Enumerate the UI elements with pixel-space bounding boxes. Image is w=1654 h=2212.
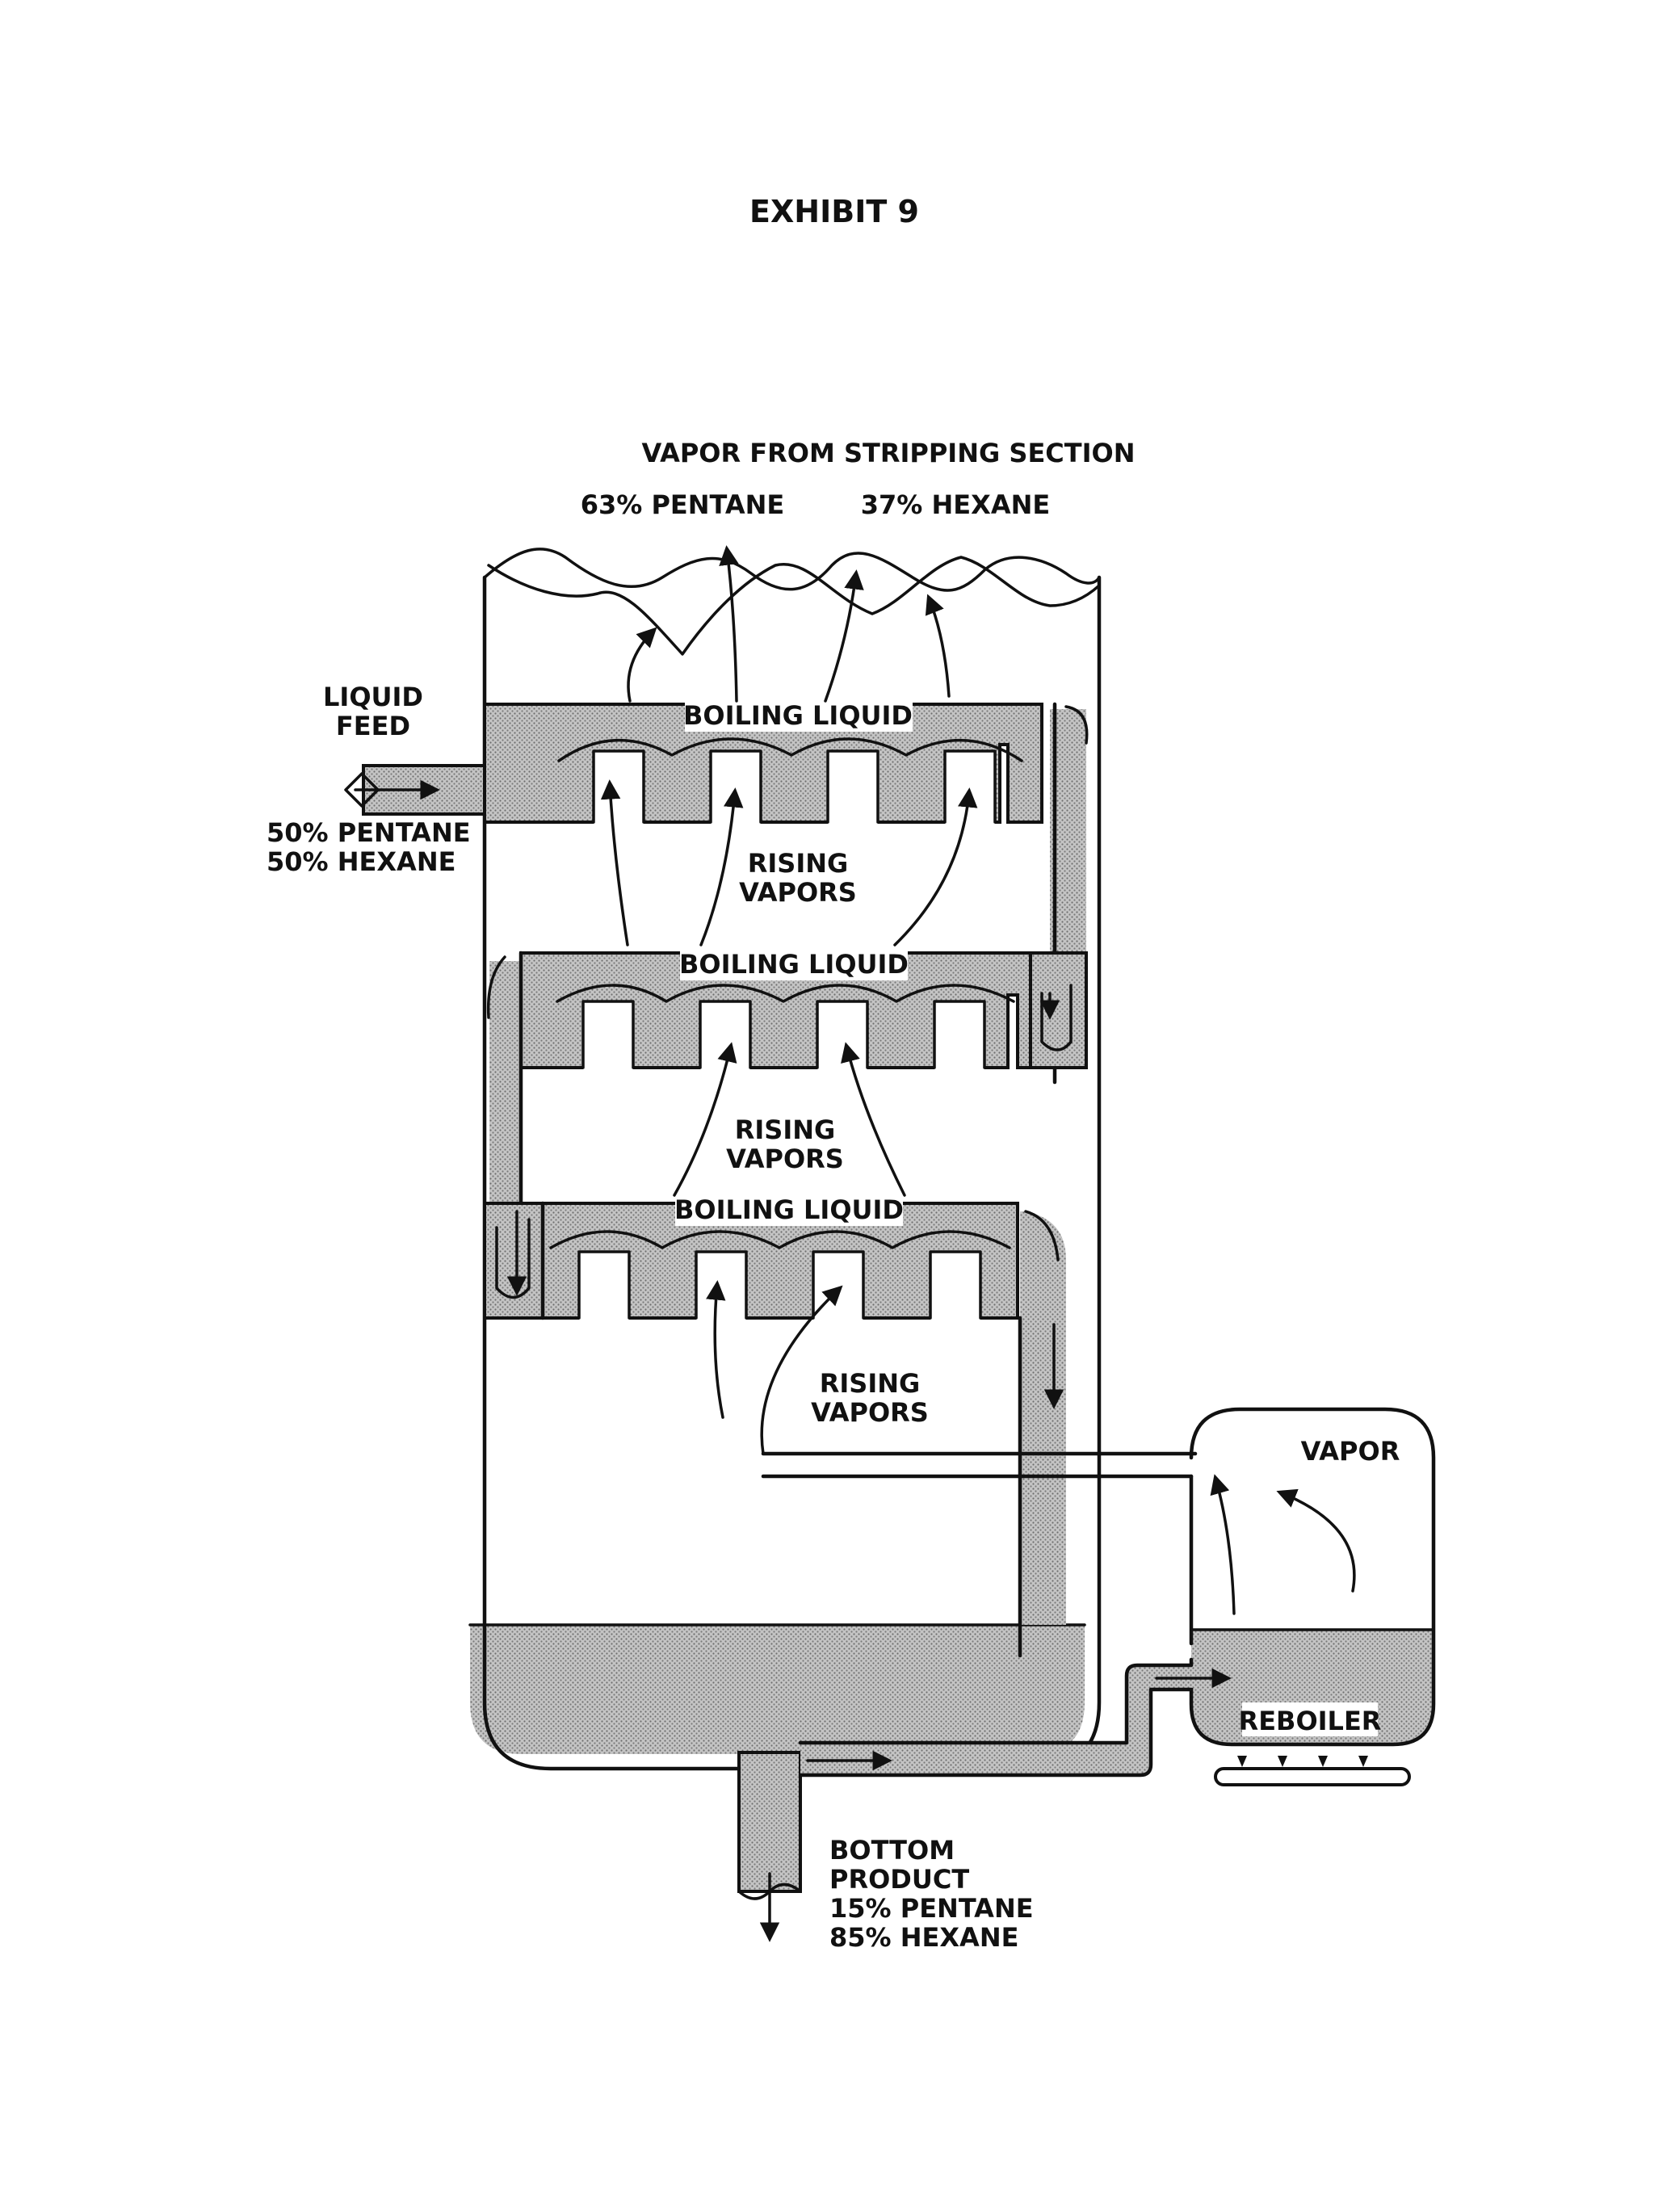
bottom-product-outlet xyxy=(737,1872,802,1942)
vapor-arrows xyxy=(600,545,978,1455)
reboiler-feed-pipe xyxy=(798,1663,1232,1778)
column-shell xyxy=(468,548,1102,1893)
rising-vapors-1-line1: RISING xyxy=(748,848,849,879)
tray-1-boiling-liquid-label: BOILING LIQUID xyxy=(683,700,913,731)
bottom-pentane-label: 15% PENTANE xyxy=(829,1893,1034,1924)
liquid-feed-label-2: FEED xyxy=(336,711,410,741)
rising-vapors-3-line1: RISING xyxy=(820,1368,921,1399)
rising-vapors-1-line2: VAPORS xyxy=(739,877,857,908)
bottom-product-label-1: BOTTOM xyxy=(829,1835,955,1866)
exhibit-title: EXHIBIT 9 xyxy=(749,194,919,229)
bottom-outlet-nozzle xyxy=(737,1751,802,1893)
vapor-from-stripping-label: VAPOR FROM STRIPPING SECTION xyxy=(641,438,1135,468)
reboiler-vapor-label: VAPOR xyxy=(1301,1436,1400,1467)
tray-1 xyxy=(483,696,1089,1085)
liquid-feed-label-1: LIQUID xyxy=(323,682,423,712)
bottom-product-label-2: PRODUCT xyxy=(829,1864,969,1895)
bottom-hexane-label: 85% HEXANE xyxy=(829,1922,1018,1953)
column-sump-liquid xyxy=(470,1625,1085,1754)
top-hexane-label: 37% HEXANE xyxy=(861,489,1050,520)
top-pentane-label: 63% PENTANE xyxy=(581,489,785,520)
tray-3 xyxy=(483,1190,1066,1658)
liquid-feed-inlet xyxy=(344,764,488,816)
reboiler-label: REBOILER xyxy=(1239,1706,1382,1736)
vapor-return-pipe xyxy=(761,1451,1198,1479)
tray-2-boiling-liquid-label: BOILING LIQUID xyxy=(679,949,909,980)
burner-bar xyxy=(1214,1767,1411,1786)
feed-pentane-label: 50% PENTANE xyxy=(267,817,471,848)
rising-vapors-2-line1: RISING xyxy=(735,1114,836,1145)
reboiler xyxy=(1189,1407,1436,1786)
tray-2 xyxy=(486,945,1088,1284)
feed-hexane-label: 50% HEXANE xyxy=(267,846,455,877)
rising-vapors-2-line2: VAPORS xyxy=(726,1144,844,1174)
column-top-break xyxy=(483,548,1101,592)
tray-3-boiling-liquid-label: BOILING LIQUID xyxy=(674,1194,904,1225)
rising-vapors-3-line2: VAPORS xyxy=(811,1397,929,1428)
